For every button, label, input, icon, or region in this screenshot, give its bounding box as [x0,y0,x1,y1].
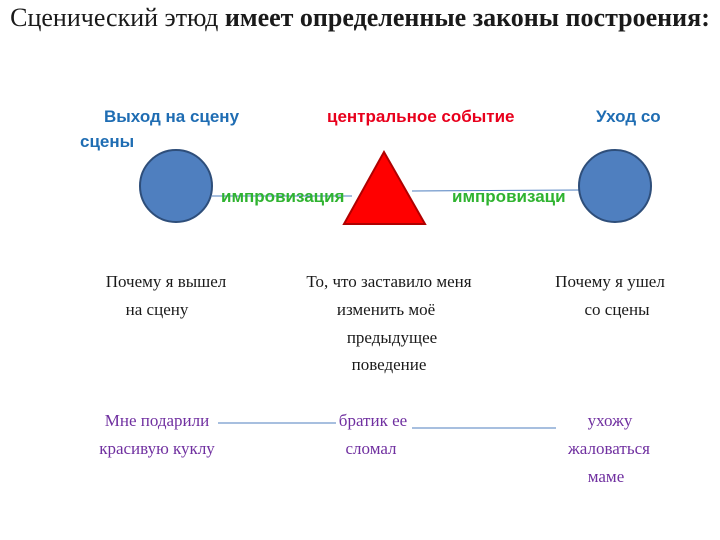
left-col-line1: Почему я вышел [105,272,227,291]
label-improv-right: импровизаци [452,187,566,206]
title-regular: Сценический этюд [10,3,219,32]
triangle-central-event [342,149,427,225]
example-right-line2: жаловаться [568,439,650,458]
example-middle-line1: братик ее [338,411,408,430]
slide-title: Сценический этюд имеет определенные зако… [0,2,720,33]
example-right-line3: маме [587,467,625,486]
middle-col-line1: То, что заставило меня [306,272,472,291]
circle-exit [578,149,652,223]
middle-col-line3: предыдущее [346,328,438,347]
left-col-line2: на сцену [125,300,189,319]
right-col-line1: Почему я ушел [555,272,665,291]
example-right-line1: ухожу [587,411,633,430]
label-central-event: центральное событие [327,107,515,126]
middle-col-line4: поведение [351,355,427,374]
example-middle-line2: сломал [345,439,397,458]
example-left-line1: Мне подарили [104,411,210,430]
middle-col-line2: изменить моё [336,300,436,319]
connector-right [411,189,583,192]
label-exit-line2: сцены [80,132,135,151]
label-enter: Выход на сцену [104,107,240,126]
title-bold: имеет определенные законы построения: [224,3,710,32]
example-left-line2: красивую куклу [99,439,215,458]
label-exit-line1: Уход со [596,107,661,126]
right-col-line2: со сцены [584,300,650,319]
circle-enter [139,149,213,223]
label-improv-left: импровизация [221,187,345,206]
